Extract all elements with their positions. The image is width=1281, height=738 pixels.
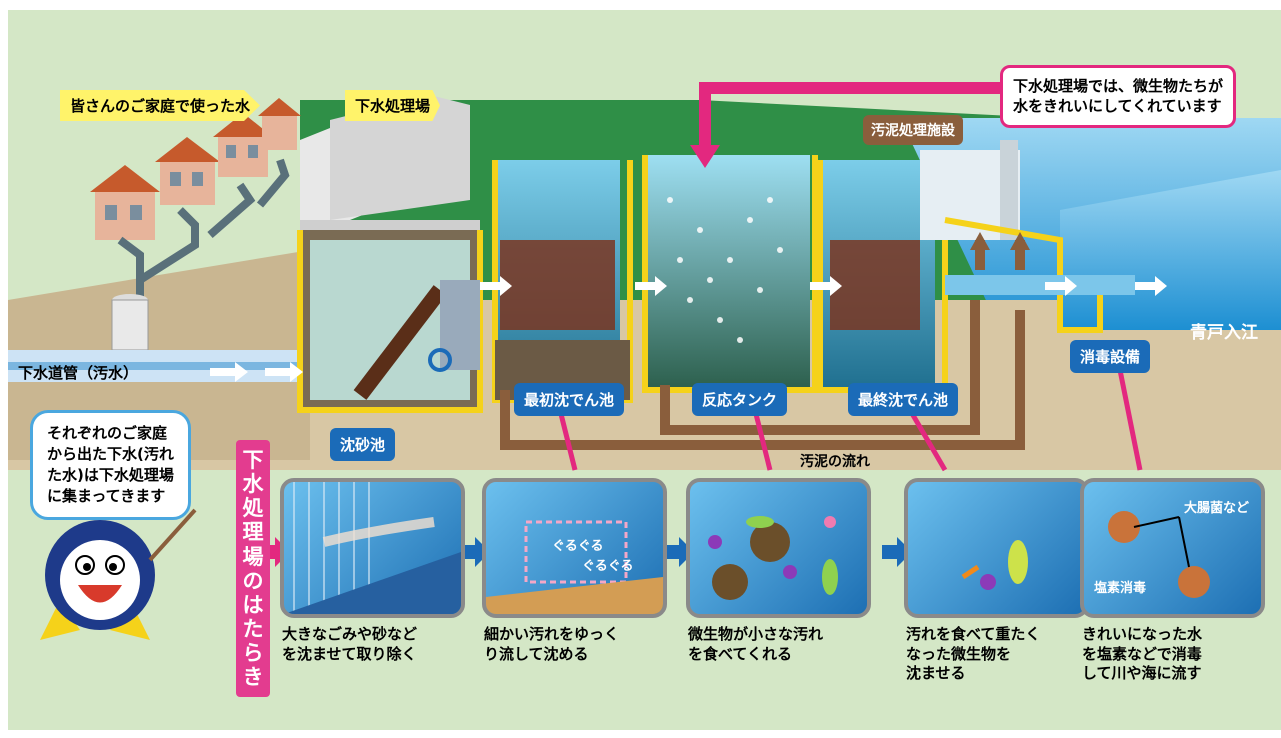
grit-illustration-icon bbox=[284, 482, 461, 614]
label-sludge-flow: 汚泥の流れ bbox=[800, 454, 870, 470]
label-bay: 青戸入江 bbox=[1190, 323, 1258, 343]
label-chlorine: 塩素消毒 bbox=[1094, 581, 1147, 596]
label-sludge-facility: 汚泥処理施設 bbox=[863, 115, 963, 145]
tag-treatment-plant: 下水処理場 bbox=[345, 90, 441, 121]
swirl-label-2: ぐるぐる bbox=[582, 559, 634, 574]
label-final-tank: 最終沈でん池 bbox=[848, 383, 959, 416]
houses-icon bbox=[90, 98, 301, 351]
label-primary-tank: 最初沈でん池 bbox=[514, 383, 625, 416]
bacteria-illustration-icon bbox=[1108, 511, 1210, 598]
caption-grit: 大きなごみや砂など を沈ませて取り除く bbox=[282, 625, 418, 663]
plant-building-icon bbox=[300, 95, 480, 250]
label-sewer-pipe: 下水道管（汚水） bbox=[18, 364, 139, 382]
caption-primary: 細かい汚れをゆっく り流して沈める bbox=[484, 625, 620, 663]
caption-final: 汚れを食べて重たく なった微生物を 沈ませる bbox=[906, 625, 1041, 682]
primary-illustration-icon bbox=[486, 520, 663, 614]
label-disinfection: 消毒設備 bbox=[1070, 340, 1151, 373]
label-grit-chamber: 沈砂池 bbox=[330, 428, 396, 461]
flow-arrows bbox=[210, 276, 1167, 382]
callout-microorganisms: 下水処理場では、微生物たちが 水をきれいにしてくれています bbox=[1000, 65, 1237, 128]
panel-reactor bbox=[686, 478, 871, 618]
speech-bubble: それぞれのご家庭 から出た下水(汚れ た水)は下水処理場 に集まってきます bbox=[30, 410, 191, 520]
label-bacteria: 大腸菌など bbox=[1184, 501, 1250, 516]
label-reaction-tank: 反応タンク bbox=[692, 383, 788, 416]
tag-household-water: 皆さんのご家庭で使った水 bbox=[60, 90, 261, 121]
caption-disinfection: きれいになった水 を塩素などで消毒 して川や海に流す bbox=[1082, 625, 1203, 682]
microbe-illustration-icon bbox=[708, 516, 838, 600]
panel-disinfection: 大腸菌など 塩素消毒 bbox=[1080, 478, 1265, 618]
panel-final bbox=[904, 478, 1089, 618]
settling-illustration-icon bbox=[961, 540, 1028, 590]
vertical-title-text: 下水処理場のはたらき bbox=[242, 448, 264, 690]
caption-reactor: 微生物が小さな汚れ を食べてくれる bbox=[688, 625, 824, 663]
vertical-title: 下水処理場のはたらき bbox=[236, 440, 270, 698]
panel-grit bbox=[280, 478, 465, 618]
panel-primary: ぐるぐる ぐるぐる bbox=[482, 478, 667, 618]
swirl-label-1: ぐるぐる bbox=[552, 539, 604, 554]
